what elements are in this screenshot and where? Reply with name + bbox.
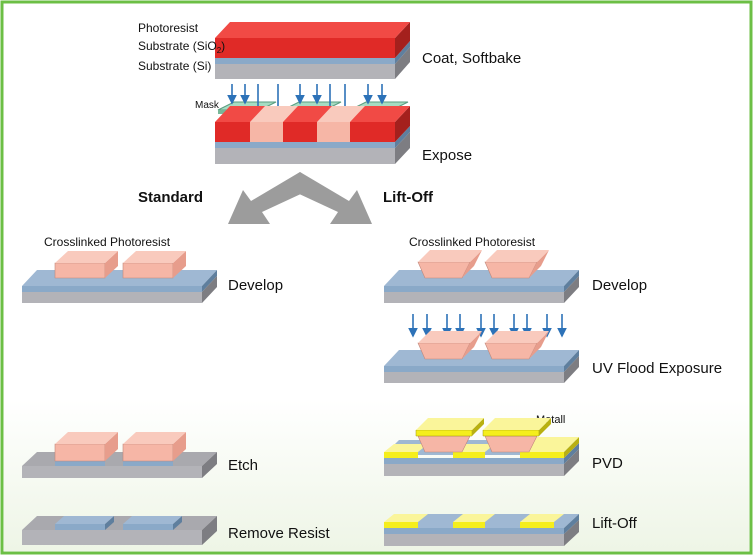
layer-label-silicon: Substrate (Si) bbox=[138, 59, 211, 73]
step-coat-label: Coat, Softbake bbox=[422, 50, 521, 67]
stack-lo-develop bbox=[384, 250, 579, 303]
branch-label-liftoff: Lift-Off bbox=[383, 189, 434, 206]
stack-std-develop bbox=[22, 251, 217, 303]
stack-coat bbox=[215, 22, 410, 79]
std-remove-label: Remove Resist bbox=[228, 525, 331, 542]
step-expose-label: Expose bbox=[422, 147, 472, 164]
mask-label: Mask bbox=[195, 100, 220, 111]
lo-pvd-label: PVD bbox=[592, 455, 623, 472]
stack-std-remove bbox=[22, 516, 217, 545]
std-resist-label: Crosslinked Photoresist bbox=[44, 235, 171, 249]
lo-liftoff-label: Lift-Off bbox=[592, 515, 638, 532]
stack-expose bbox=[215, 106, 410, 164]
layer-label-oxide: Substrate (SiO2) bbox=[138, 39, 225, 55]
std-develop-label: Develop bbox=[228, 277, 283, 294]
std-etch-label: Etch bbox=[228, 457, 258, 474]
stack-lo-pvd bbox=[384, 418, 579, 476]
branch-label-standard: Standard bbox=[138, 189, 203, 206]
lo-develop-label: Develop bbox=[592, 277, 647, 294]
stack-std-etch bbox=[22, 432, 217, 478]
stack-lo-flood bbox=[384, 331, 579, 383]
lo-resist-label: Crosslinked Photoresist bbox=[409, 235, 536, 249]
lo-flood-label: UV Flood Exposure bbox=[592, 360, 722, 377]
stack-lo-liftoff bbox=[384, 514, 579, 546]
branch-arrows bbox=[228, 172, 372, 224]
layer-label-photoresist: Photoresist bbox=[138, 21, 199, 35]
